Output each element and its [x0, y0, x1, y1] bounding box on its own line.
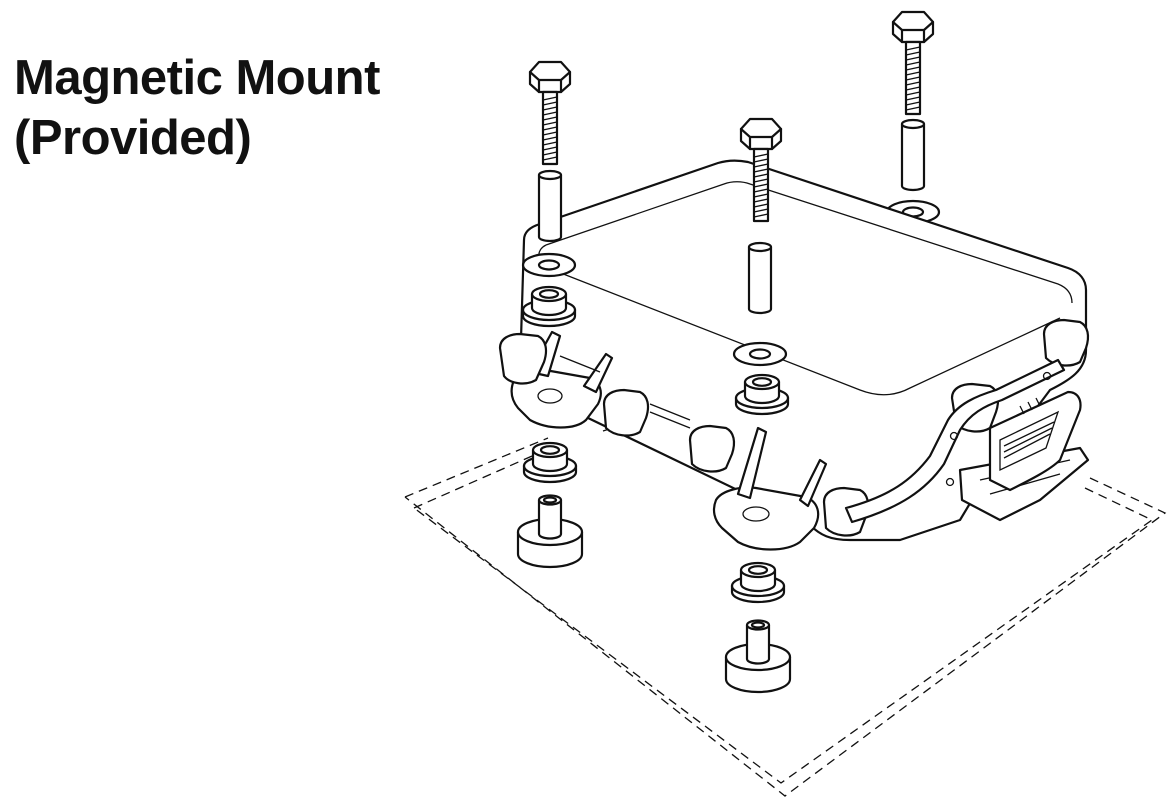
page-title: Magnetic Mount (Provided)	[14, 48, 380, 168]
title-line-2: (Provided)	[14, 111, 252, 165]
enclosure-box-icon	[498, 159, 1090, 551]
spacer-icon	[537, 169, 563, 243]
magnet-icon	[724, 619, 792, 694]
spacer-icon	[900, 118, 926, 192]
connector-icon	[945, 371, 1090, 522]
spacer-icon	[747, 241, 773, 315]
magnet-icon	[516, 494, 584, 569]
title-line-1: Magnetic Mount	[14, 51, 380, 105]
washer-icon	[732, 341, 788, 367]
washer-icon	[521, 252, 577, 278]
back-bolt-stack	[885, 10, 941, 225]
hex-bolt-icon	[528, 60, 572, 166]
grommet-icon	[522, 441, 578, 484]
grommet-icon	[730, 561, 786, 604]
hex-bolt-icon	[891, 10, 935, 116]
left-bolt-stack	[516, 60, 584, 569]
